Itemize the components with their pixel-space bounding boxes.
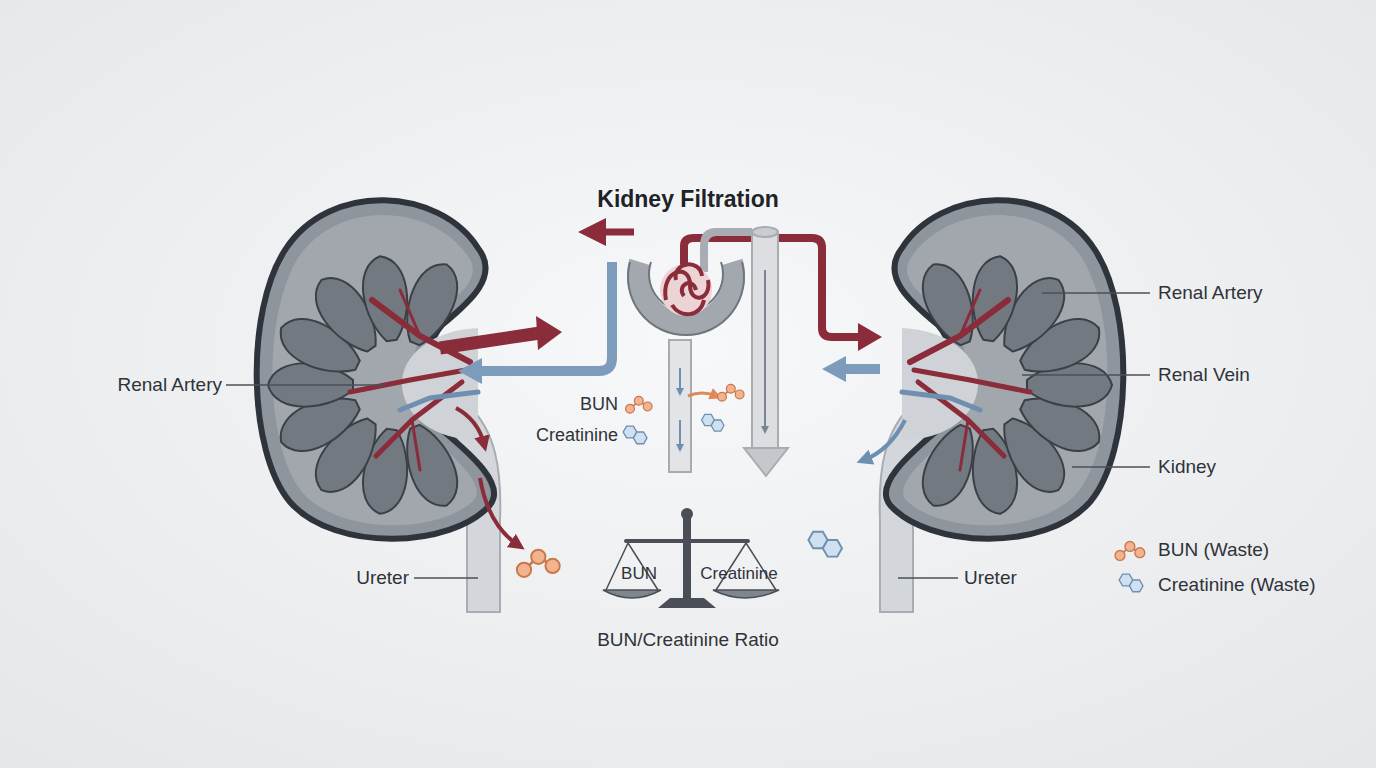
nephron <box>626 396 652 413</box>
balance-scale <box>683 514 691 606</box>
left-vessel-arrows <box>480 478 518 545</box>
left-vessel-arrows <box>536 316 562 350</box>
nephron <box>744 448 788 476</box>
leader-line <box>1022 374 1150 375</box>
leader-line <box>226 293 1150 578</box>
right-vessel-arrows <box>822 356 846 382</box>
right-vessel-arrows <box>858 323 882 351</box>
waste-label: Creatinine <box>536 426 618 446</box>
nephron <box>628 262 744 335</box>
waste-molecules <box>517 532 1145 592</box>
legend-entry: BUN (Waste) <box>1158 540 1269 561</box>
waste-label: BUN <box>580 395 618 415</box>
balance-scale <box>713 590 779 598</box>
kidney-outline <box>257 200 494 539</box>
leader-line <box>1072 466 1150 467</box>
left-vessel-arrows <box>456 408 484 444</box>
kidney-illustration <box>257 200 501 612</box>
nephron <box>679 368 681 392</box>
kidney-illustration <box>880 200 1124 612</box>
scale-caption: BUN/Creatinine Ratio <box>597 630 779 651</box>
nephron <box>669 340 691 472</box>
nephron <box>592 229 634 236</box>
right-vessel-arrows <box>842 364 880 374</box>
right-vessel-arrows <box>864 420 905 460</box>
nephron <box>682 283 696 296</box>
left-vessel-arrows <box>480 262 612 371</box>
artery-branches <box>350 370 466 392</box>
nephron <box>718 384 744 401</box>
scale-label: Creatinine <box>700 565 778 584</box>
nephron <box>702 414 724 431</box>
artery-branches <box>412 420 420 470</box>
artery-branches <box>350 290 470 470</box>
right-vessel-arrows <box>684 238 905 460</box>
balance-scale <box>603 590 661 598</box>
nephron <box>752 232 778 450</box>
left-vessel-arrows <box>440 333 540 348</box>
leader-line <box>1042 292 1150 293</box>
artery-branches <box>400 290 420 336</box>
legend-entry: Creatinine (Waste) <box>1158 575 1316 596</box>
nephron <box>592 227 788 476</box>
balance-scale <box>603 508 779 608</box>
waste-molecules <box>1115 541 1145 560</box>
scale-label: BUN <box>621 565 657 584</box>
balance-scale <box>658 598 716 608</box>
balance-scale <box>606 543 658 590</box>
waste-molecules <box>517 550 560 577</box>
nephron <box>638 262 734 324</box>
nephron <box>676 264 702 280</box>
waste-molecules <box>1119 574 1143 592</box>
waste-molecules <box>808 532 842 557</box>
nephron <box>623 426 647 444</box>
part-label: Kidney <box>1158 457 1216 478</box>
part-label: Renal Artery <box>117 375 222 396</box>
part-label: Ureter <box>964 568 1017 589</box>
artery-branches <box>372 300 470 362</box>
nephron <box>752 227 778 237</box>
leader-line <box>414 577 478 578</box>
vein-branch <box>400 392 478 410</box>
diagram-title: Kidney Filtration <box>597 187 778 212</box>
leader-line <box>226 384 385 385</box>
part-label: Renal Artery <box>1158 283 1263 304</box>
left-vessel-arrows <box>458 358 482 384</box>
nephron <box>679 420 681 448</box>
part-label: Ureter <box>356 568 409 589</box>
nephron <box>665 264 708 314</box>
nephron <box>660 264 712 316</box>
leader-line <box>898 577 958 578</box>
part-label: Renal Vein <box>1158 365 1250 386</box>
nephron <box>672 300 704 314</box>
nephron <box>764 270 766 430</box>
nephron <box>688 393 716 396</box>
balance-scale <box>681 508 693 520</box>
